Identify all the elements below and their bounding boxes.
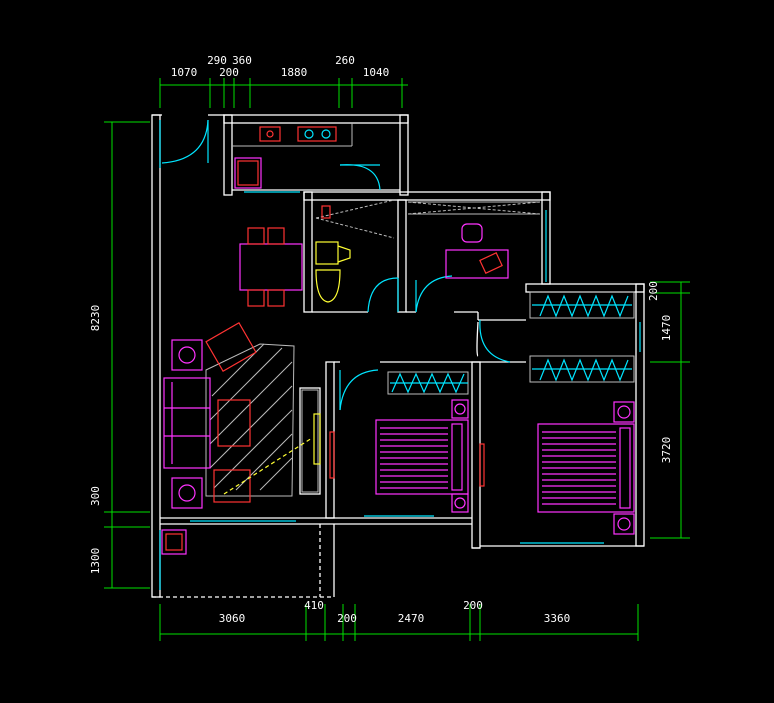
dim-bottom-6: 3360	[544, 612, 571, 625]
kitchen	[232, 123, 353, 189]
dim-right-3: 3720	[660, 437, 673, 464]
dim-bottom-2: 410	[304, 599, 324, 612]
dim-left-3: 1300	[89, 548, 102, 575]
walls	[151, 114, 645, 598]
dim-top-3: 200	[219, 66, 239, 79]
bedroom-1	[329, 371, 469, 513]
dim-bottom-3: 200	[337, 612, 357, 625]
dim-top-7: 1040	[363, 66, 390, 79]
dimension-lines	[104, 78, 690, 641]
doors	[161, 119, 511, 411]
bathroom	[315, 199, 395, 303]
dim-right-1: 200	[647, 281, 660, 301]
bedroom-2	[479, 291, 635, 535]
dim-right-2: 1470	[660, 315, 673, 342]
dim-left-1: 8230	[89, 305, 102, 332]
dining	[239, 227, 303, 307]
balcony	[161, 529, 187, 555]
dim-bottom-4: 2470	[398, 612, 425, 625]
dim-bottom-5: 200	[463, 599, 483, 612]
dim-top-4: 360	[232, 54, 252, 67]
dim-top-5: 1880	[281, 66, 308, 79]
dim-left-2: 300	[89, 486, 102, 506]
dim-top-6: 260	[335, 54, 355, 67]
dim-top-2: 290	[207, 54, 227, 67]
dimension-labels: 1070 290 200 360 1880 260 1040 3060 410 …	[89, 54, 673, 625]
dim-bottom-1: 3060	[219, 612, 246, 625]
living-room	[163, 321, 321, 509]
dim-top-1: 1070	[171, 66, 198, 79]
study	[407, 201, 541, 279]
windows	[159, 120, 641, 590]
